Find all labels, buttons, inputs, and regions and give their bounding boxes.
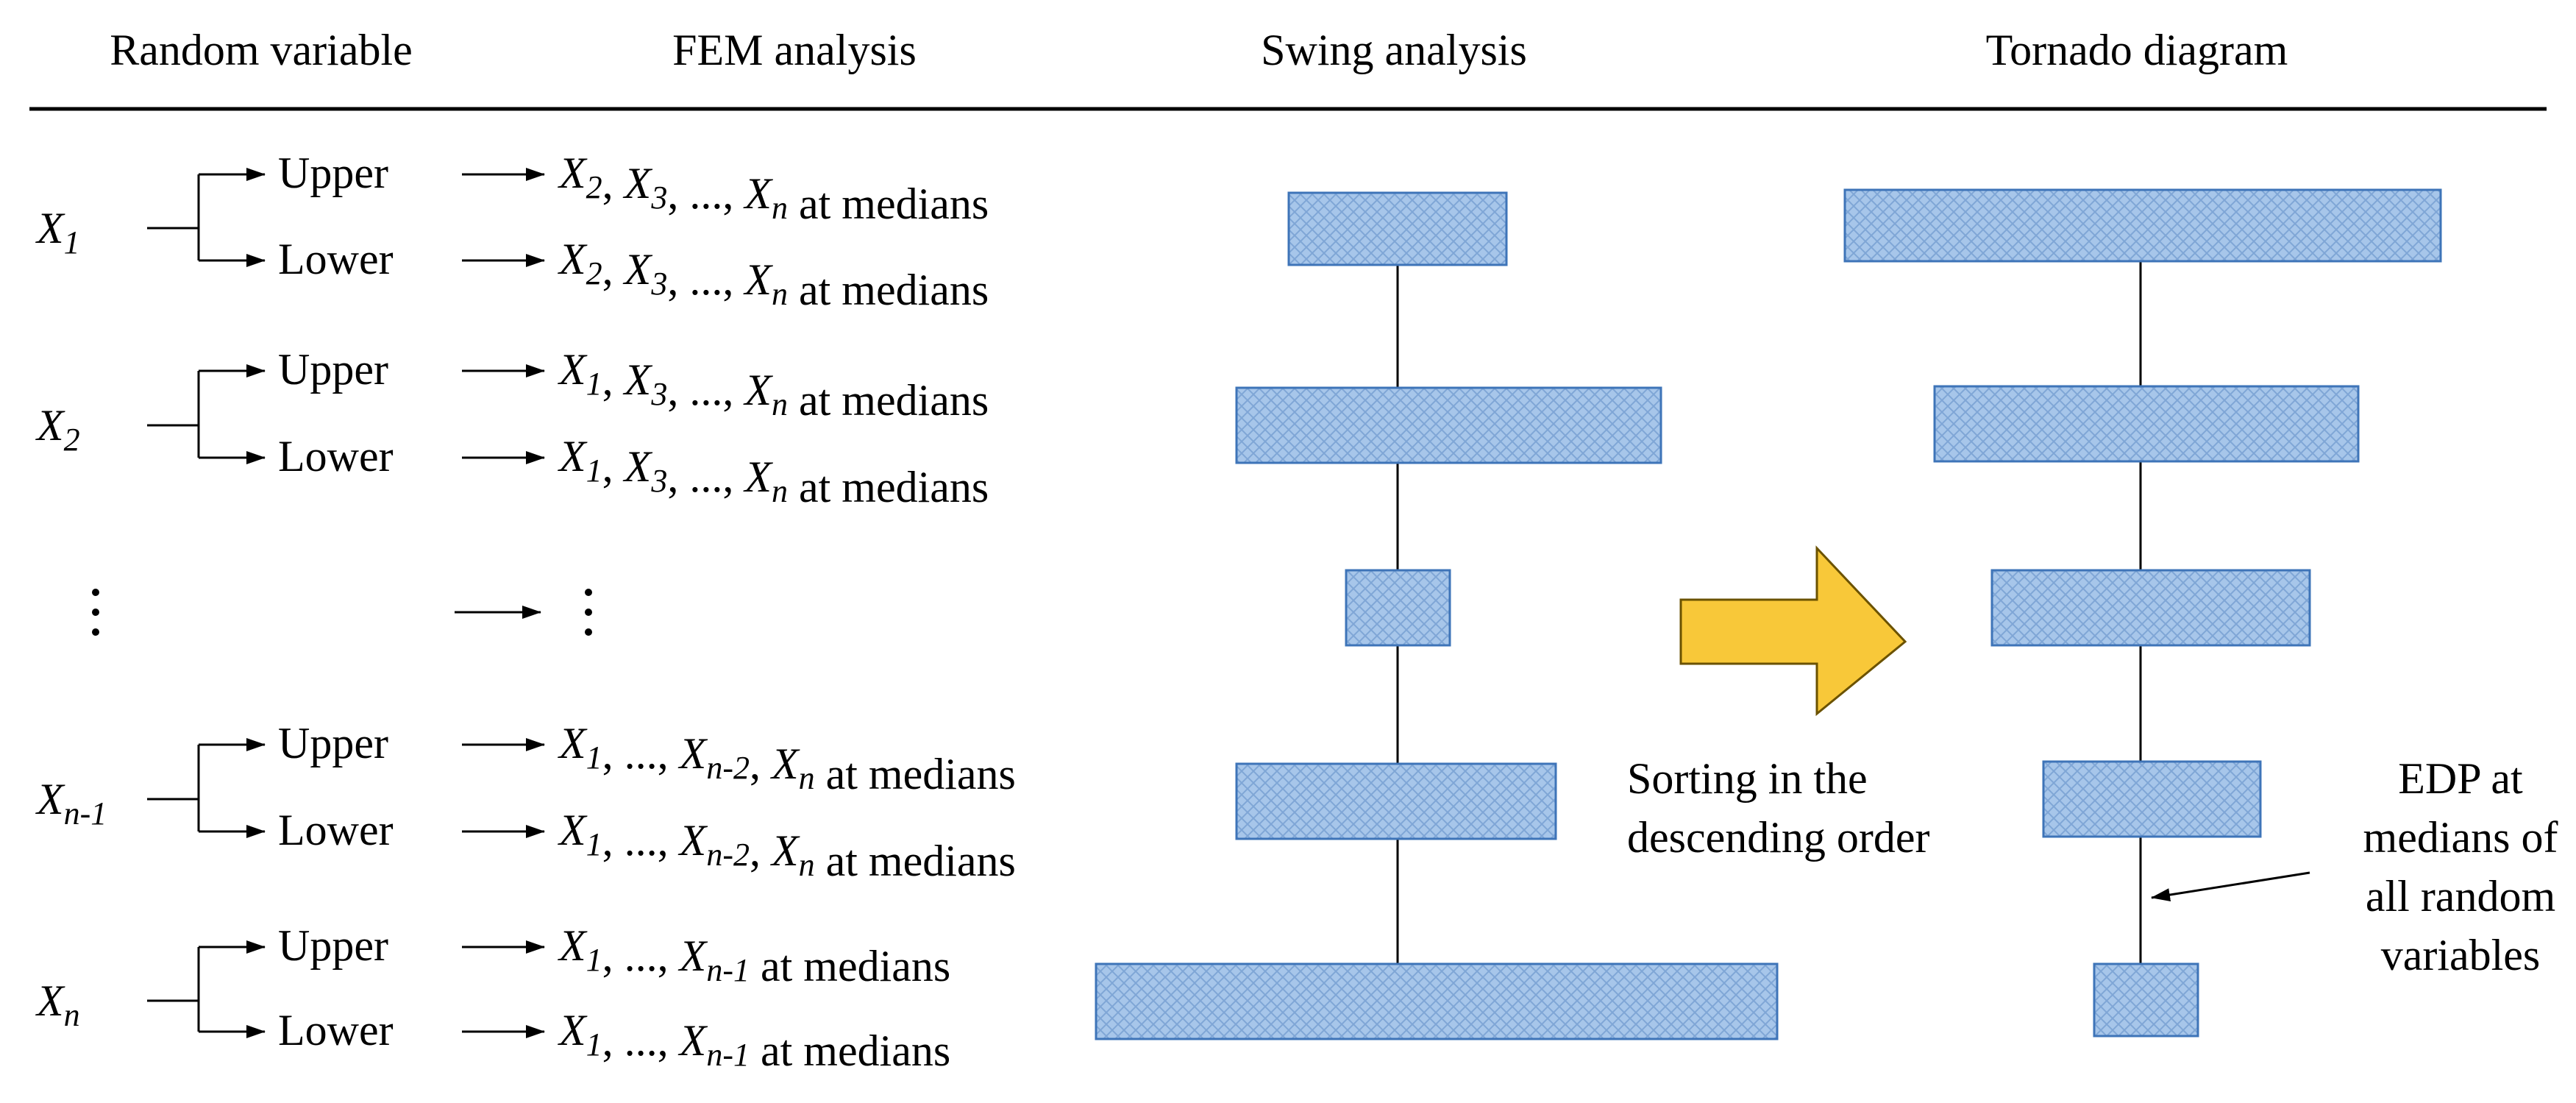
sorting-arrow-icon	[1679, 545, 1907, 717]
variable-label: Xn-1	[35, 775, 107, 831]
upper-label: Upper	[278, 345, 388, 394]
upper-label: Upper	[278, 921, 388, 970]
tornado-bar-2	[1933, 385, 2360, 463]
vertical-ellipsis-fem	[585, 589, 592, 636]
lower-label: Lower	[278, 432, 394, 480]
fem-expression-upper: X2, X3, ..., Xn at medians	[558, 149, 989, 228]
header-tornado-diagram: Tornado diagram	[1986, 26, 2288, 74]
tornado-bar-5	[2093, 962, 2199, 1038]
variable-label: X1	[35, 204, 80, 260]
header-fem-analysis: FEM analysis	[672, 26, 917, 74]
lower-label: Lower	[278, 806, 394, 854]
swing-bar-x2	[1235, 386, 1662, 464]
fem-expression-lower: X1, ..., Xn-1 at medians	[558, 1006, 950, 1075]
variable-label: Xn	[35, 976, 80, 1033]
tornado-bar-1	[1843, 188, 2442, 263]
swing-bar-x3	[1345, 569, 1451, 647]
swing-analysis-chart	[1095, 191, 1779, 1040]
swing-bar-xn1	[1235, 762, 1557, 840]
swing-bar-x1	[1287, 191, 1508, 266]
fem-expression-upper: X1, X3, ..., Xn at medians	[558, 345, 989, 425]
vertical-ellipsis-variables	[92, 589, 99, 636]
edp-text-line3: all random	[2366, 872, 2555, 921]
edp-annotation: EDP at medians of all random variables	[2363, 754, 2558, 979]
edp-text-line4: variables	[2381, 931, 2541, 979]
fem-expression-lower: X1, ..., Xn-2, Xn at medians	[558, 806, 1016, 885]
upper-label: Upper	[278, 149, 388, 197]
fem-expression-upper: X1, ..., Xn-1 at medians	[558, 921, 950, 990]
tornado-bar-4	[2042, 760, 2262, 838]
column-headers: Random variable FEM analysis Swing analy…	[110, 26, 2288, 74]
lower-label: Lower	[278, 1006, 394, 1054]
tornado-bar-3	[1990, 569, 2311, 647]
variable-label: X2	[35, 401, 80, 458]
edp-text-line2: medians of	[2363, 813, 2558, 862]
tornado-diagram-chart	[1843, 188, 2442, 1038]
edp-text-line1: EDP at	[2398, 754, 2523, 803]
sorting-text-line1: Sorting in the	[1627, 754, 1868, 803]
fem-expression-lower: X1, X3, ..., Xn at medians	[558, 432, 989, 511]
edp-pointer-arrow	[2151, 871, 2310, 901]
sorting-text-line2: descending order	[1627, 813, 1930, 862]
header-random-variable: Random variable	[110, 26, 413, 74]
lower-label: Lower	[278, 235, 394, 283]
upper-label: Upper	[278, 719, 388, 767]
header-swing-analysis: Swing analysis	[1261, 26, 1527, 74]
fem-expression-lower: X2, X3, ..., Xn at medians	[558, 235, 989, 314]
fem-expression-upper: X1, ..., Xn-2, Xn at medians	[558, 719, 1016, 798]
sorting-annotation: Sorting in the descending order	[1627, 754, 1930, 862]
swing-bar-xn	[1095, 962, 1779, 1040]
